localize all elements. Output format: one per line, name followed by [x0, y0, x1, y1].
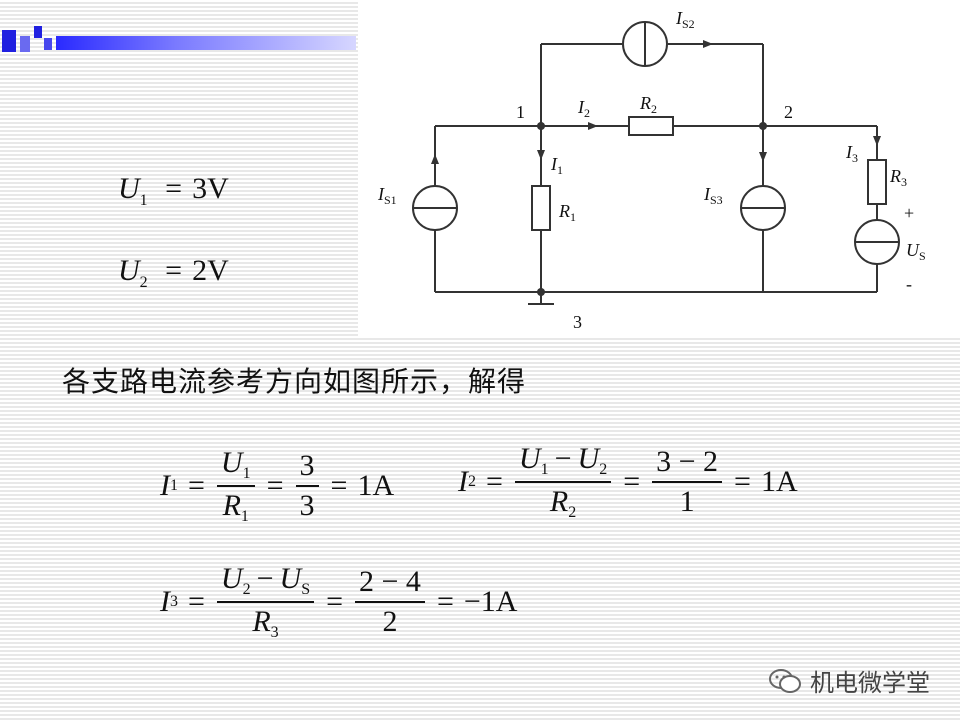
watermark-text: 机电微学堂	[810, 669, 930, 697]
label-i2: I2	[577, 97, 590, 120]
watermark: 机电微学堂	[768, 663, 930, 698]
solution-caption: 各支路电流参考方向如图所示，解得	[62, 365, 527, 398]
node-label-1: 1	[516, 102, 525, 122]
node-dot	[537, 288, 545, 296]
arrow-up-icon	[431, 154, 439, 164]
label-i1: I1	[550, 154, 563, 177]
deco-block	[2, 30, 16, 52]
label-minus: -	[906, 274, 912, 294]
arrow-down-icon	[759, 152, 767, 162]
fraction: 3 − 2 1	[652, 445, 723, 519]
fraction: U1−U2 R2	[514, 442, 612, 522]
resistor-r1	[531, 185, 551, 231]
node-dot	[759, 122, 767, 130]
given-u1: U1 =3V	[118, 172, 229, 209]
label-r2: R2	[639, 93, 657, 116]
deco-block	[20, 36, 30, 52]
deco-block	[44, 38, 52, 50]
deco-block	[34, 26, 42, 38]
label-r1: R1	[558, 201, 576, 224]
resistor-r3	[867, 159, 887, 205]
title-decoration	[0, 22, 360, 60]
label-is3: IS3	[703, 184, 723, 207]
node-dot	[537, 122, 545, 130]
given-u2: U2 =2V	[118, 254, 229, 291]
resistor-r2	[628, 116, 674, 136]
label-plus: +	[904, 203, 914, 223]
fraction: U2−US R3	[216, 562, 315, 642]
label-i3: I3	[845, 142, 858, 165]
label-r3: R3	[889, 166, 907, 189]
node-label-2: 2	[784, 102, 793, 122]
label-is2: IS2	[675, 8, 695, 31]
arrow-down-icon	[537, 150, 545, 160]
node-label-3: 3	[573, 312, 582, 332]
fraction: 2 − 4 2	[355, 565, 425, 639]
label-is1: IS1	[377, 184, 397, 207]
arrow-right-icon	[588, 122, 598, 130]
wechat-icon	[769, 668, 801, 693]
arrow-right-icon	[703, 40, 713, 48]
circuit-diagram: 1 2 3 I2 I1 I3 R2 R1 R3 IS1 IS2 IS3 + US…	[358, 0, 960, 336]
deco-gradient-bar	[56, 36, 356, 50]
fraction: 3 3	[295, 449, 319, 523]
fraction: U1 R1	[216, 446, 255, 526]
arrow-down-icon	[873, 136, 881, 146]
circuit-svg: 1 2 3 I2 I1 I3 R2 R1 R3 IS1 IS2 IS3 + US…	[377, 8, 926, 332]
label-us: US	[906, 240, 926, 263]
